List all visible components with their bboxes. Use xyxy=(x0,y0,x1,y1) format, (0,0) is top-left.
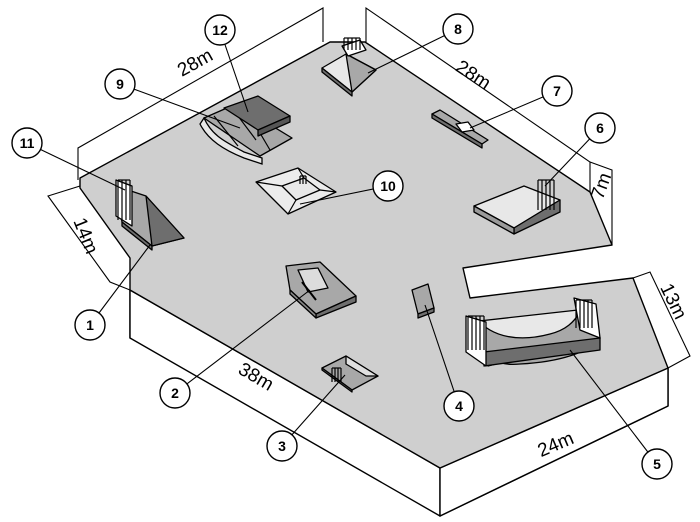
callout-8: 8 xyxy=(367,13,474,74)
callout-number: 3 xyxy=(278,438,286,454)
obstacle-8 xyxy=(321,37,377,97)
callout-2: 2 xyxy=(159,289,311,409)
bank-side xyxy=(257,115,291,137)
callout-leader xyxy=(119,83,241,129)
callout-leader xyxy=(89,244,151,326)
obstacle-2 xyxy=(285,261,357,319)
callout-circle xyxy=(541,75,573,107)
pad-side xyxy=(417,307,435,319)
callout-circle xyxy=(204,14,236,46)
callout-leader xyxy=(26,142,126,191)
obstacle-7 xyxy=(431,109,489,149)
deck-front xyxy=(115,179,133,227)
dimension-line xyxy=(77,7,324,180)
callout-11: 11 xyxy=(11,127,126,191)
obstacle-6 xyxy=(473,179,561,235)
pyramid-edge xyxy=(287,199,297,215)
ramp-side xyxy=(121,221,153,251)
callout-number: 8 xyxy=(454,21,462,37)
spine-front-curve xyxy=(199,116,263,165)
callout-number: 2 xyxy=(171,385,179,401)
callout-number: 10 xyxy=(380,178,396,194)
obstacles-layer xyxy=(115,37,601,393)
callout-number: 7 xyxy=(553,83,561,99)
dimension-label: 28m xyxy=(452,57,494,95)
callout-5: 5 xyxy=(569,349,673,480)
callout-number: 12 xyxy=(212,22,228,38)
obstacle-4 xyxy=(411,283,435,319)
callout-10: 10 xyxy=(299,170,404,205)
callout-3: 3 xyxy=(266,374,346,462)
callout-leader xyxy=(174,289,311,394)
dimension-label: 13m xyxy=(655,280,690,322)
pyramid-rails xyxy=(343,37,361,50)
pyramid-rails xyxy=(299,175,307,184)
box-side-left xyxy=(289,289,317,319)
callout-12: 12 xyxy=(204,14,249,113)
box-front xyxy=(473,205,515,235)
callout-leader xyxy=(469,90,558,129)
obstacle-1 xyxy=(115,179,185,251)
pyramid-side xyxy=(321,367,353,393)
pyramid-side xyxy=(321,67,353,97)
callout-circle xyxy=(584,112,616,144)
callout-circle xyxy=(159,377,191,409)
callout-circle xyxy=(443,390,475,422)
slab-layer xyxy=(79,41,669,517)
pyramid-edge xyxy=(319,189,337,193)
callout-circle xyxy=(372,170,404,202)
obstacle-3 xyxy=(321,355,379,393)
callout-number: 11 xyxy=(20,135,35,151)
callout-circle xyxy=(266,430,298,462)
callout-number: 5 xyxy=(653,456,661,472)
callout-6: 6 xyxy=(544,112,616,187)
dimension-line xyxy=(589,161,613,245)
callout-number: 9 xyxy=(116,76,124,92)
callout-circle xyxy=(74,309,106,341)
dimension-line xyxy=(365,6,591,192)
dimension-label: 14m xyxy=(68,215,101,257)
pyramid-face xyxy=(345,53,377,93)
pyramid-edge xyxy=(255,181,283,187)
callout-number: 4 xyxy=(455,398,463,414)
callout-leader xyxy=(367,28,459,74)
obstacle-10 xyxy=(255,167,337,215)
dimension-line xyxy=(632,271,691,369)
callout-leader xyxy=(281,374,346,447)
dimension-label: 28m xyxy=(174,45,217,81)
halfpipe-left-rails xyxy=(467,315,485,350)
ledge-side xyxy=(431,113,483,149)
obstacle-12 xyxy=(223,95,291,137)
callout-7: 7 xyxy=(469,75,573,129)
pyramid-face xyxy=(345,355,379,377)
callout-9: 9 xyxy=(104,68,241,129)
callout-circle xyxy=(104,68,136,100)
callout-circle xyxy=(11,127,43,159)
halfpipe-right-rails xyxy=(575,299,593,328)
callout-leader xyxy=(424,304,460,407)
callout-4: 4 xyxy=(424,304,475,422)
obstacle-5 xyxy=(465,297,601,367)
ledge-box xyxy=(455,121,475,133)
spine-seam xyxy=(213,115,239,147)
callout-number: 1 xyxy=(86,317,94,333)
ramp-shadow xyxy=(145,195,185,247)
callout-circle xyxy=(641,448,673,480)
callout-circle xyxy=(442,13,474,45)
dimension-line xyxy=(47,185,131,291)
callout-leader xyxy=(569,349,658,465)
callout-number: 6 xyxy=(596,120,604,136)
callout-1: 1 xyxy=(74,244,151,341)
